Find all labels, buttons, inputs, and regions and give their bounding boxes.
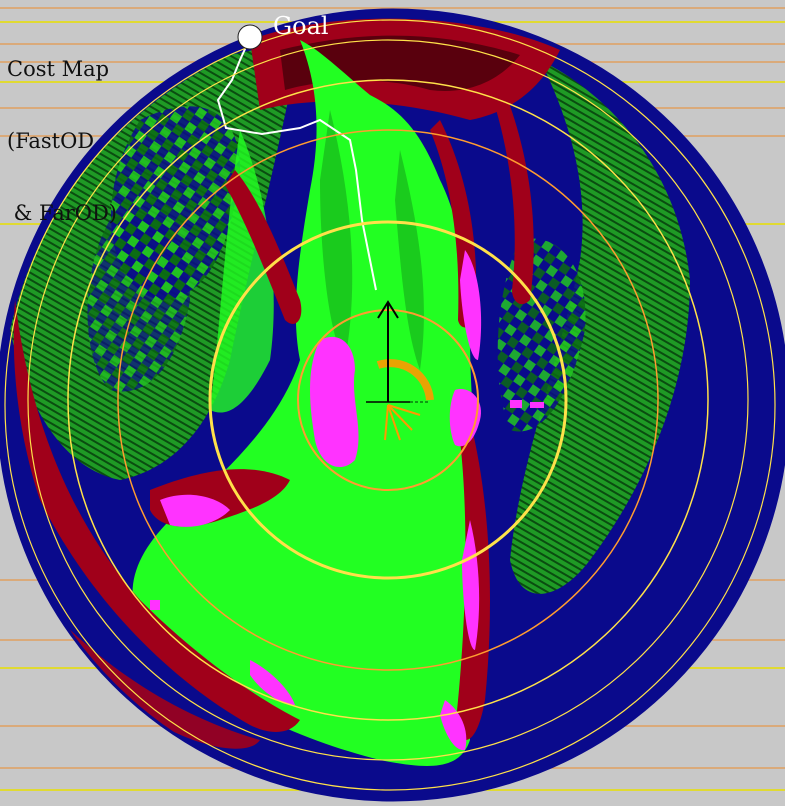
planned-path [216, 37, 377, 291]
cost-map-disc [0, 10, 785, 800]
left-checker-region-2 [87, 213, 190, 392]
map-title-line-1: Cost Map [7, 57, 110, 81]
obstacle-left-arc [13, 300, 300, 732]
robot-heading-arrow-icon [366, 300, 434, 441]
detected-obstacles [150, 250, 544, 751]
map-title-line-2: (FastOD [7, 129, 95, 153]
map-title-line-3: & FarOD) [7, 201, 117, 225]
obstacle-streak-center-left [225, 170, 302, 324]
goal-marker-icon[interactable] [237, 24, 263, 50]
map-boundary [0, 8, 785, 802]
map-title: Cost Map (FastOD & FarOD) [7, 9, 117, 273]
traversable-left-strip [210, 130, 274, 413]
goal-label: Goal [273, 12, 329, 40]
